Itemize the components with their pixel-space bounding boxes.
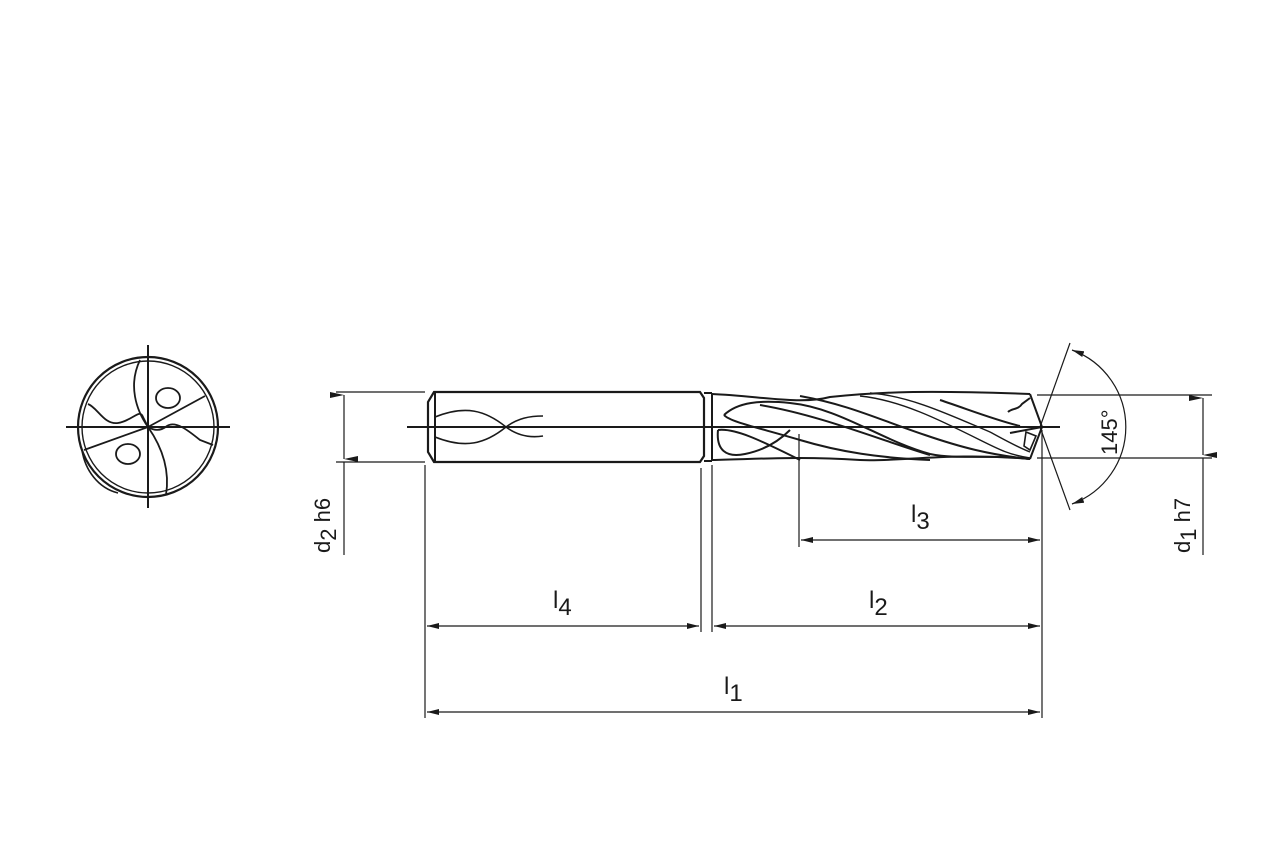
l3-label: l3 [911,501,930,535]
d2-label: d2 h6 [310,498,341,553]
dimension-d1 [1037,394,1217,555]
d1-label: d1 h7 [1170,498,1201,553]
end-view [66,345,230,508]
angle-label: 145° [1097,409,1122,455]
l4-label: l4 [553,587,572,621]
l1-label: l1 [724,673,743,707]
dimension-d2 [330,391,425,555]
fluted-body [704,390,1044,462]
shank [426,390,706,464]
l2-label: l2 [869,587,888,621]
extension-lines [424,430,1043,718]
dimension-point-angle [1039,342,1127,511]
